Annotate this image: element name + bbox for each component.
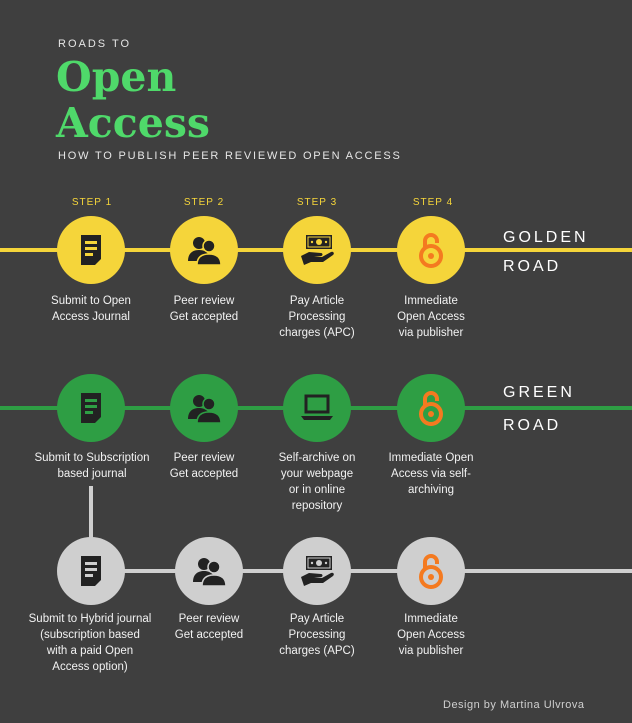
- hybrid-step-2-text: Peer review Get accepted: [174, 613, 244, 641]
- document-icon: [81, 235, 101, 265]
- green-step-2-text: Peer review Get accepted: [169, 452, 239, 480]
- green-step-1-text: Submit to Subscription based journal: [34, 452, 150, 480]
- step-4-label: STEP 4: [412, 197, 454, 208]
- green-road-name-1: GREEN: [503, 384, 575, 401]
- hand-money-icon: [301, 235, 334, 265]
- green-step-3-circle: [283, 374, 351, 442]
- step-3-label: STEP 3: [296, 197, 338, 208]
- golden-step-3-text: Pay Article Processing charges (APC): [279, 295, 355, 339]
- document-icon: [81, 393, 101, 423]
- design-credit: Design by Martina Ulvrova: [443, 699, 585, 711]
- open-access-lock-icon: [419, 554, 443, 589]
- kicker-text: ROADS TO: [58, 38, 132, 50]
- green-road-name-2: ROAD: [503, 417, 562, 434]
- people-icon: [188, 395, 222, 424]
- golden-step-1-text: Submit to Open Access Journal: [51, 295, 131, 323]
- hybrid-branch-line: [89, 486, 93, 542]
- subtitle: HOW TO PUBLISH PEER REVIEWED OPEN ACCESS: [58, 150, 402, 162]
- hybrid-road-line: [91, 569, 632, 573]
- open-access-lock-icon: [419, 233, 443, 268]
- golden-road-name-1: GOLDEN: [503, 229, 589, 246]
- hybrid-step-1-text: Submit to Hybrid journal (subscription b…: [28, 613, 152, 673]
- hybrid-step-3-text: Pay Article Processing charges (APC): [279, 613, 355, 657]
- hybrid-step-3-circle: [283, 537, 351, 605]
- green-step-2-circle: [170, 374, 238, 442]
- title-line-1: Open: [56, 53, 177, 101]
- green-step-4-circle: [397, 374, 465, 442]
- people-icon: [193, 558, 227, 587]
- open-access-lock-icon: [419, 391, 443, 426]
- hybrid-step-2-circle: [175, 537, 243, 605]
- golden-step-2-circle: [170, 216, 238, 284]
- step-2-label: STEP 2: [183, 197, 225, 208]
- golden-step-4-circle: [397, 216, 465, 284]
- hand-money-icon: [301, 556, 334, 586]
- document-icon: [81, 556, 101, 586]
- hybrid-step-1-circle: [57, 537, 125, 605]
- golden-step-2-text: Peer review Get accepted: [169, 295, 239, 323]
- green-step-3-text: Self-archive on your webpage or in onlin…: [278, 452, 356, 512]
- golden-step-4-text: Immediate Open Access via publisher: [397, 295, 465, 339]
- golden-step-3-circle: [283, 216, 351, 284]
- title-line-2: Access: [56, 99, 210, 147]
- green-step-1-circle: [57, 374, 125, 442]
- hybrid-step-4-circle: [397, 537, 465, 605]
- people-icon: [188, 237, 222, 266]
- golden-road-name-2: ROAD: [503, 258, 562, 275]
- laptop-icon: [301, 394, 333, 420]
- hybrid-step-4-text: Immediate Open Access via publisher: [397, 613, 465, 657]
- golden-step-1-circle: [57, 216, 125, 284]
- step-1-label: STEP 1: [71, 197, 113, 208]
- green-step-4-text: Immediate Open Access via self- archivin…: [388, 452, 474, 496]
